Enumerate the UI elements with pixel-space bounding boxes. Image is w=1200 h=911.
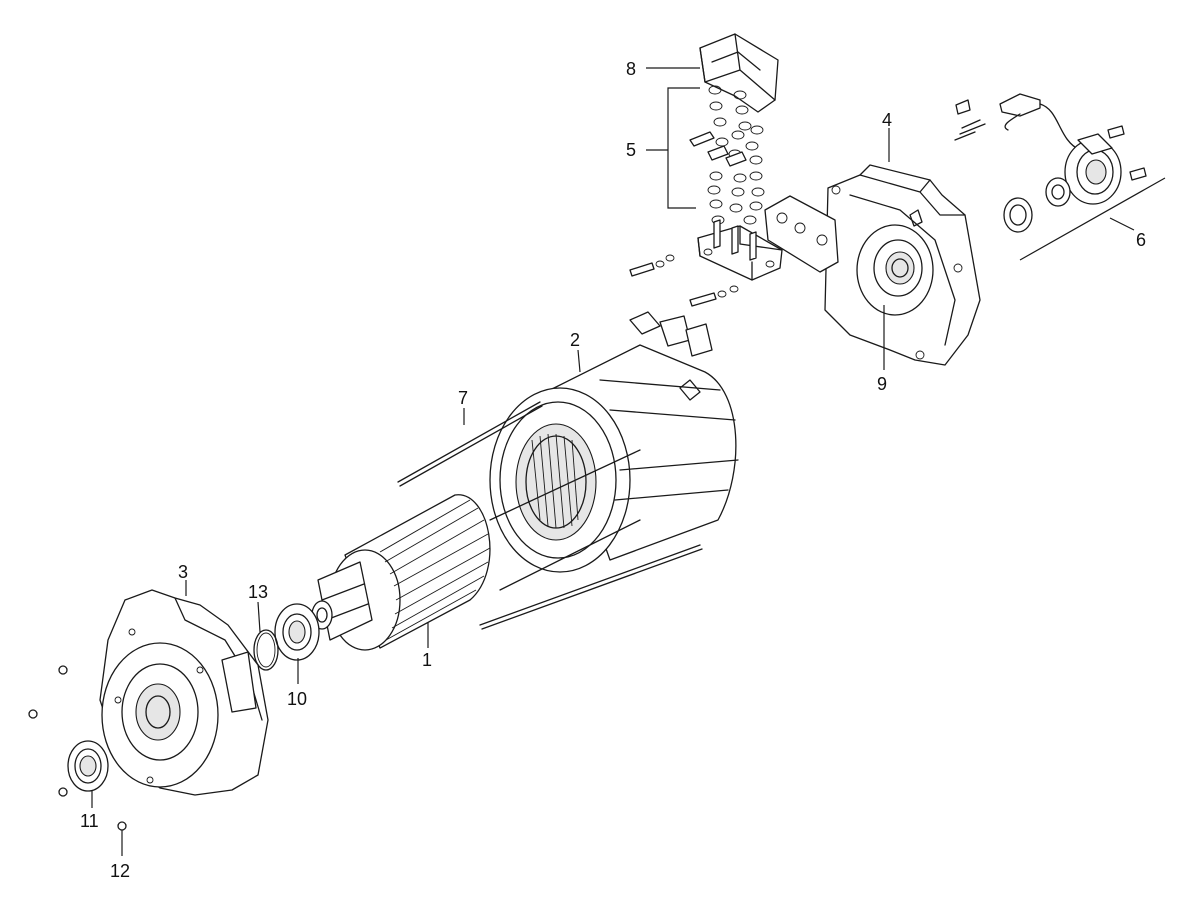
mounting-screws	[629, 254, 739, 307]
terminal-hardware-set	[689, 85, 765, 225]
callout-13: 13	[248, 582, 268, 602]
mounting-plate	[764, 195, 839, 273]
callout-10: 10	[287, 689, 307, 709]
callout-1: 1	[422, 650, 432, 670]
stator-housing	[489, 311, 739, 573]
callout-5: 5	[626, 140, 636, 160]
terminal-block	[697, 219, 783, 281]
leader-lines	[91, 67, 1166, 856]
bearing	[274, 603, 320, 661]
rear-end-bracket	[824, 164, 981, 366]
shaft-seal	[67, 740, 109, 792]
callout-3: 3	[178, 562, 188, 582]
callout-4: 4	[882, 110, 892, 130]
front-end-bracket	[99, 589, 269, 796]
callout-labels: 1 2 3 4 5 6 7 8 9 10 11 12 13	[80, 59, 1146, 881]
callout-2: 2	[570, 330, 580, 350]
sensor-assembly	[954, 93, 1147, 233]
callout-11: 11	[80, 811, 99, 831]
o-ring	[253, 629, 279, 671]
callout-9: 9	[877, 374, 887, 394]
callout-6: 6	[1136, 230, 1146, 250]
rotor	[311, 494, 491, 651]
callout-7: 7	[458, 388, 468, 408]
terminal-cover	[699, 33, 779, 113]
callout-8: 8	[626, 59, 636, 79]
callout-12: 12	[110, 861, 130, 881]
tie-rods	[397, 401, 703, 630]
